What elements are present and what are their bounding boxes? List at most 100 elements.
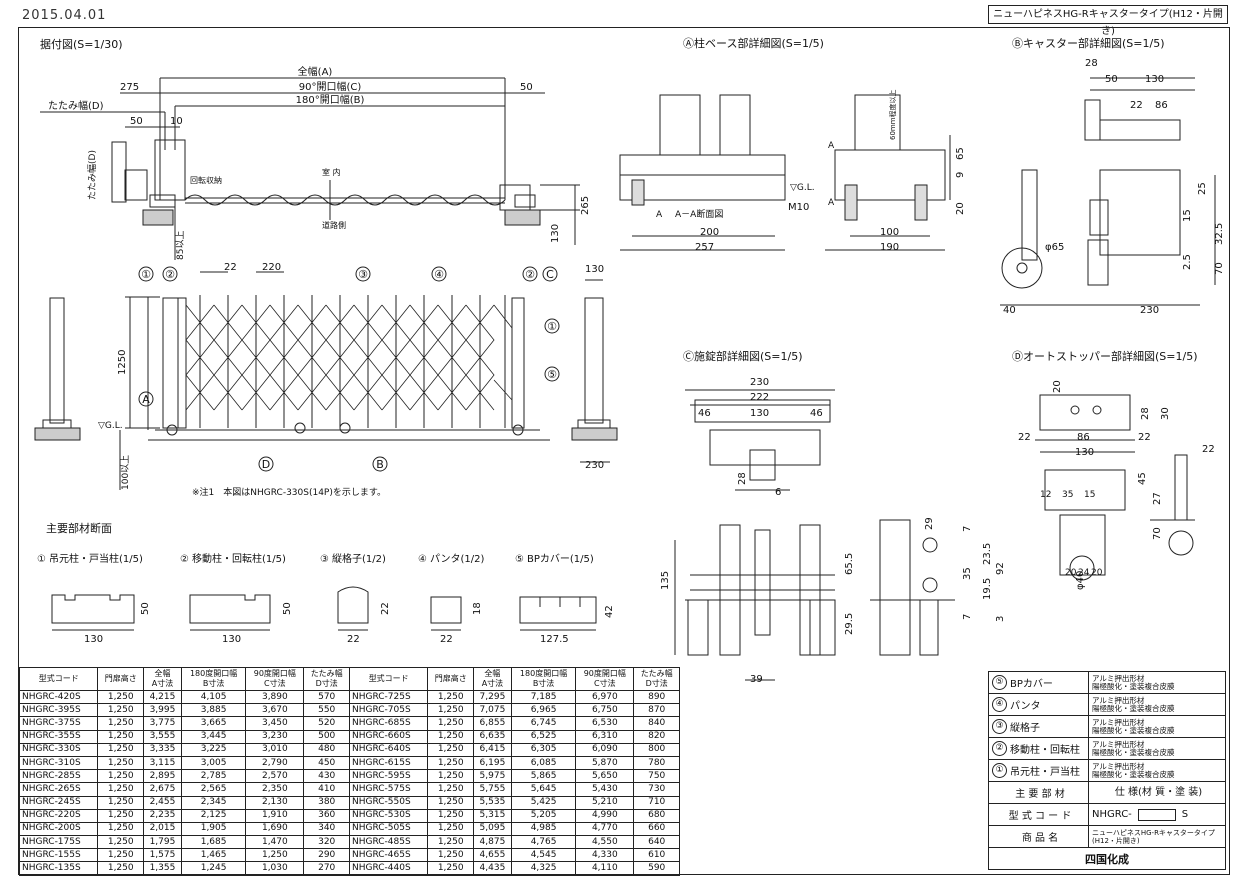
sec-a-dim-9: 9	[955, 172, 966, 178]
table-cell: 1,250	[97, 821, 145, 837]
sec-a-dim-200: 200	[700, 227, 719, 238]
table-cell: 1,250	[97, 795, 145, 810]
col-header: 門扉高さ	[97, 667, 145, 691]
sec-c-dim-23-5: 23.5	[982, 543, 993, 565]
sec-b-phi65: φ65	[1045, 242, 1064, 253]
sec-c-dim-28: 28	[737, 472, 748, 485]
balloon-b: B	[376, 458, 384, 471]
table-cell: 290	[303, 848, 350, 863]
table-cell: 1,250	[97, 769, 145, 784]
part-name: 縦格子	[1010, 723, 1040, 734]
table-cell: NHGRC-725S	[348, 689, 429, 705]
elev-dim-220: 220	[262, 262, 281, 273]
table-cell: 1,250	[427, 861, 474, 876]
sec-a-dim-100: 100	[880, 227, 899, 238]
table-cell: 4,770	[575, 821, 635, 837]
table-cell: NHGRC-685S	[348, 716, 429, 731]
table-cell: 380	[303, 795, 350, 810]
table-cell: 7,075	[472, 703, 512, 718]
table-cell: 3,775	[143, 716, 182, 731]
table-cell: 5,975	[472, 769, 512, 784]
dim-10: 10	[170, 116, 183, 127]
elev-dim-230: 230	[585, 460, 604, 471]
table-cell: 4,325	[510, 861, 577, 876]
table-cell: 5,210	[575, 795, 635, 810]
sec-c-dim-46b: 46	[810, 408, 823, 419]
sec-a-label-a3: A	[656, 210, 663, 220]
sec-a-label-a1: A	[828, 141, 835, 151]
table-cell: 1,905	[180, 821, 247, 837]
sec-d-dim-24: 24	[1078, 568, 1090, 578]
table-cell: 610	[633, 848, 680, 863]
table-cell: 2,785	[180, 769, 247, 784]
sec-a-m10: M10	[788, 202, 809, 213]
sec-b-dim-50: 50	[1105, 74, 1118, 85]
elev-dim-130: 130	[585, 264, 604, 275]
sec-d-dim-130: 130	[1075, 447, 1094, 458]
table-cell: 780	[633, 755, 680, 771]
product-label: 商 品 名	[989, 826, 1089, 847]
table-cell: 3,115	[143, 755, 182, 771]
table-cell: 4,435	[472, 861, 512, 876]
table-cell: 1,795	[143, 835, 182, 850]
members-title: 主要部材断面	[46, 521, 112, 535]
table-cell: 5,425	[510, 795, 577, 810]
table-cell: 270	[303, 861, 350, 876]
sec-c-dim-222: 222	[750, 392, 769, 403]
logo-row: 四国化成	[989, 848, 1225, 869]
table-cell: 3,450	[245, 716, 305, 731]
table-cell: NHGRC-465S	[348, 848, 429, 863]
table-cell: 1,690	[245, 821, 305, 837]
table-cell: 6,970	[575, 689, 635, 705]
table-cell: 840	[633, 716, 680, 731]
company-logo: 四国化成	[1085, 852, 1129, 866]
table-cell: 1,685	[180, 835, 247, 850]
member-3-height: 22	[380, 602, 391, 615]
table-cell: 1,250	[97, 755, 145, 771]
table-cell: NHGRC-595S	[348, 769, 429, 784]
elev-dim-22: 22	[224, 262, 237, 273]
table-cell: 5,095	[472, 821, 512, 837]
table-cell: 1,250	[427, 808, 474, 823]
table-cell: 4,765	[510, 835, 577, 850]
table-cell: 4,875	[472, 835, 512, 850]
table-cell: 4,330	[575, 848, 635, 863]
table-cell: 3,230	[245, 729, 305, 744]
table-cell: 3,665	[180, 716, 247, 731]
table-cell: 4,985	[510, 821, 577, 837]
table-cell: NHGRC-285S	[18, 769, 99, 784]
table-cell: 640	[633, 835, 680, 850]
table-cell: 520	[303, 716, 350, 731]
part-spec: アルミ押出形材 陽極酸化・塗装複合皮膜	[1092, 761, 1175, 779]
table-cell: 3,885	[180, 703, 247, 718]
main-member-value: 仕 様(材 質・塗 装)	[1114, 786, 1203, 798]
table-cell: 2,570	[245, 769, 305, 784]
part-spec: アルミ押出形材 陽極酸化・塗装複合皮膜	[1092, 695, 1175, 713]
sec-d-dim-12: 12	[1040, 490, 1051, 500]
table-cell: NHGRC-485S	[348, 835, 429, 850]
table-cell: 3,225	[180, 742, 247, 757]
dim-275: 275	[120, 82, 139, 93]
member-3-width: 22	[347, 634, 360, 645]
table-cell: 480	[303, 742, 350, 757]
sec-c-dim-39: 39	[750, 674, 763, 685]
table-cell: NHGRC-175S	[18, 835, 99, 850]
member-4-width: 22	[440, 634, 453, 645]
table-cell: 7,185	[510, 689, 577, 705]
part-spec: アルミ押出形材 陽極酸化・塗装複合皮膜	[1092, 673, 1175, 691]
table-cell: 2,790	[245, 755, 305, 771]
balloon-5: ⑤	[547, 368, 557, 381]
part-number: ①	[992, 763, 1007, 778]
sec-c-dim-29-5: 29.5	[844, 613, 855, 635]
balloon-1b: ①	[547, 320, 557, 333]
sec-d-dim-45: 45	[1137, 472, 1148, 485]
dim-fold-vertical: たたみ幅(D)	[86, 150, 98, 200]
